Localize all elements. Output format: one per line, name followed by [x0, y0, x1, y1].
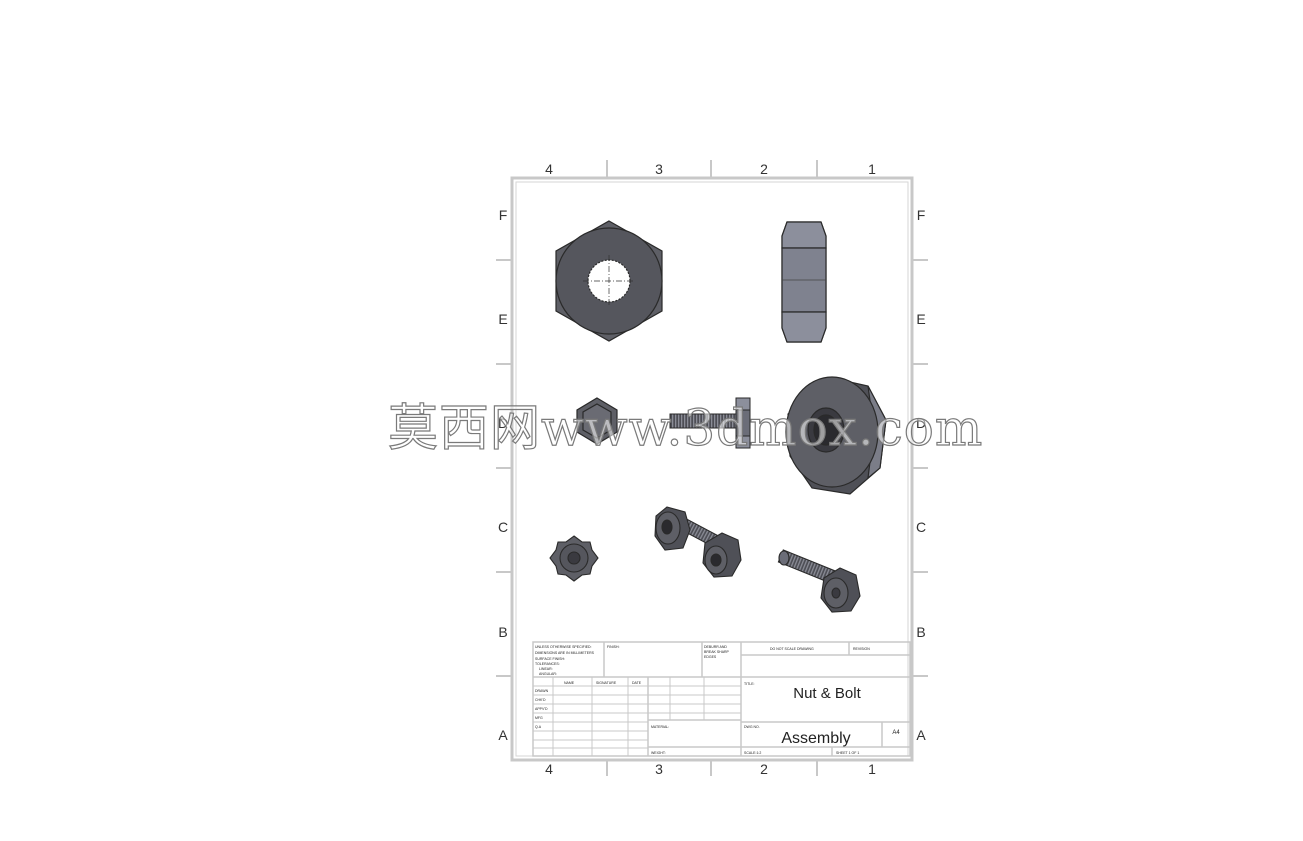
zone-col-top-4: 4: [545, 161, 553, 177]
unless-line-3: SURFACE FINISH:: [535, 657, 565, 661]
view-assembly-isometric: [654, 506, 742, 578]
dwg-no-label: DWG NO.: [744, 725, 760, 729]
zone-col-bottom-2: 2: [760, 761, 768, 777]
view-bolt-head-top: [576, 397, 618, 445]
sheet-label: SHEET 1 OF 1: [836, 751, 859, 755]
title-label: TITLE:: [744, 682, 755, 686]
zone-ticks: [496, 160, 928, 776]
zone-row-left-f: F: [499, 207, 508, 223]
row-mfg: MFG: [535, 716, 543, 720]
zone-row-left-c: C: [498, 519, 508, 535]
dwg-no-value: Assembly: [781, 730, 850, 747]
row-qa: Q.A: [535, 725, 542, 729]
zone-col-top-2: 2: [760, 161, 768, 177]
do-not-scale: DO NOT SCALE DRAWING: [770, 647, 814, 651]
unless-line-6: ANGULAR:: [539, 672, 557, 676]
zone-row-left-e: E: [498, 311, 507, 327]
zone-row-left-a: A: [498, 727, 508, 743]
unless-line-5: LINEAR:: [539, 667, 553, 671]
zone-col-bottom-3: 3: [655, 761, 663, 777]
row-chkd: CHK'D: [535, 698, 546, 702]
view-bolt-side: [669, 397, 751, 449]
zone-row-right-f: F: [917, 207, 926, 223]
view-knurled-nut: [549, 535, 599, 582]
signature-header: SIGNATURE: [596, 681, 617, 685]
zone-row-left-d: D: [498, 415, 508, 431]
sheet-size: A4: [892, 730, 900, 736]
row-appvd: APPV'D: [535, 707, 548, 711]
view-nut-isometric: [785, 376, 887, 495]
zone-col-top-3: 3: [655, 161, 663, 177]
view-nut-side: [781, 221, 827, 343]
deburr-line-3: EDGES: [704, 655, 717, 659]
zone-row-right-a: A: [916, 727, 926, 743]
zone-row-right-c: C: [916, 519, 926, 535]
material-label: MATERIAL:: [651, 725, 669, 729]
unless-line-2: DIMENSIONS ARE IN MILLIMETERS: [535, 651, 595, 655]
name-header: NAME: [564, 681, 575, 685]
view-bolt-isometric: [777, 549, 861, 613]
date-header: DATE: [632, 681, 642, 685]
unless-line-4: TOLERANCES:: [535, 662, 560, 666]
zone-row-right-d: D: [916, 415, 926, 431]
deburr-line-2: BREAK SHARP: [704, 650, 730, 654]
finish-label: FINISH:: [607, 645, 619, 649]
zone-col-bottom-4: 4: [545, 761, 553, 777]
view-nut-front: [555, 220, 663, 342]
revision-label: REVISION: [853, 647, 870, 651]
row-drawn: DRAWN: [535, 689, 549, 693]
zone-col-bottom-1: 1: [868, 761, 876, 777]
title-block-grid: [533, 677, 741, 756]
deburr-line-1: DEBURR AND: [704, 645, 727, 649]
title-block: [532, 641, 911, 757]
zone-row-right-e: E: [916, 311, 925, 327]
scale-label: SCALE:1:2: [744, 751, 761, 755]
drawing-title: Nut & Bolt: [793, 685, 861, 702]
zone-row-left-b: B: [498, 624, 507, 640]
zone-row-right-b: B: [916, 624, 925, 640]
weight-label: WEIGHT:: [651, 751, 666, 755]
zone-col-top-1: 1: [868, 161, 876, 177]
unless-line-1: UNLESS OTHERWISE SPECIFIED:: [535, 645, 592, 649]
